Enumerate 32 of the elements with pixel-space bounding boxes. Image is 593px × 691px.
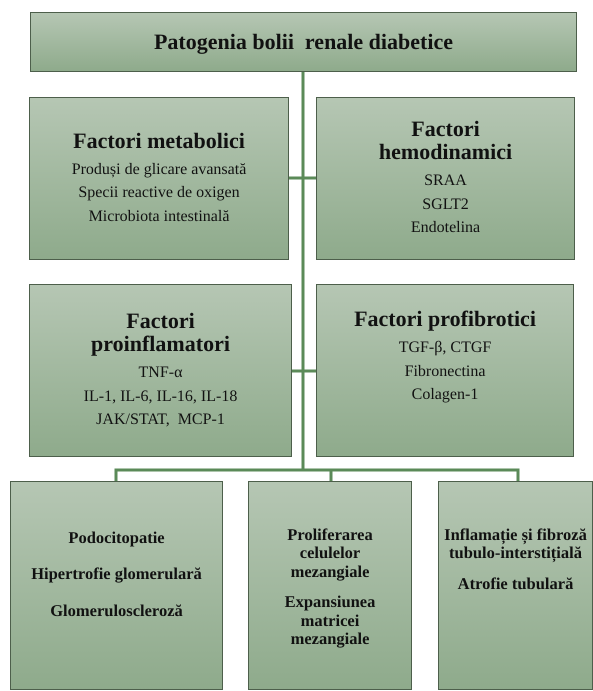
factor-item: JAK/STAT, MCP-1 [96, 411, 225, 429]
outcome-box [438, 481, 593, 690]
outcome-text: Expansiunea matricei mezangiale [284, 593, 376, 649]
factor-item: Produși de glicare avansată [72, 160, 246, 178]
outcome-box [248, 481, 412, 690]
factor-item: TNF-α [138, 364, 182, 382]
factor-item: Fibronectina [404, 362, 486, 380]
factor-heading: Factori proinflamatori [90, 309, 231, 356]
factor-item: IL-1, IL-6, IL-16, IL-18 [84, 388, 238, 406]
factor-box [316, 284, 574, 457]
outcome-text: Hipertrofie glomerulară [31, 565, 202, 584]
factor-item: TGF-β, CTGF [398, 339, 492, 357]
factor-item: SRAA [424, 172, 467, 190]
factor-box [316, 97, 575, 260]
root-node-text: Patogenia bolii renale diabetice [154, 30, 453, 54]
factor-item: Specii reactive de oxigen [78, 184, 240, 202]
factor-item: SGLT2 [422, 196, 469, 214]
factor-heading: Factori profibrotici [354, 307, 536, 330]
factor-item: Endotelina [410, 219, 480, 237]
factor-box [29, 284, 292, 457]
factor-heading: Factori hemodinamici [378, 117, 514, 164]
factor-item: Colagen-1 [412, 386, 478, 404]
factor-heading: Factori metabolici [73, 128, 245, 152]
factor-box [29, 97, 289, 260]
outcome-text: Inflamație și fibroză tubulo-interstițială [443, 526, 588, 563]
outcome-text: Proliferarea celulelor mezangiale [286, 526, 374, 582]
outcome-box [10, 481, 223, 690]
outcome-text: Atrofie tubulară [458, 574, 574, 594]
factor-item: Microbiota intestinală [88, 208, 230, 226]
outcome-text: Glomeruloscleroză [50, 602, 183, 620]
title-box [30, 12, 577, 72]
outcome-text: Podocitopatie [68, 529, 165, 548]
